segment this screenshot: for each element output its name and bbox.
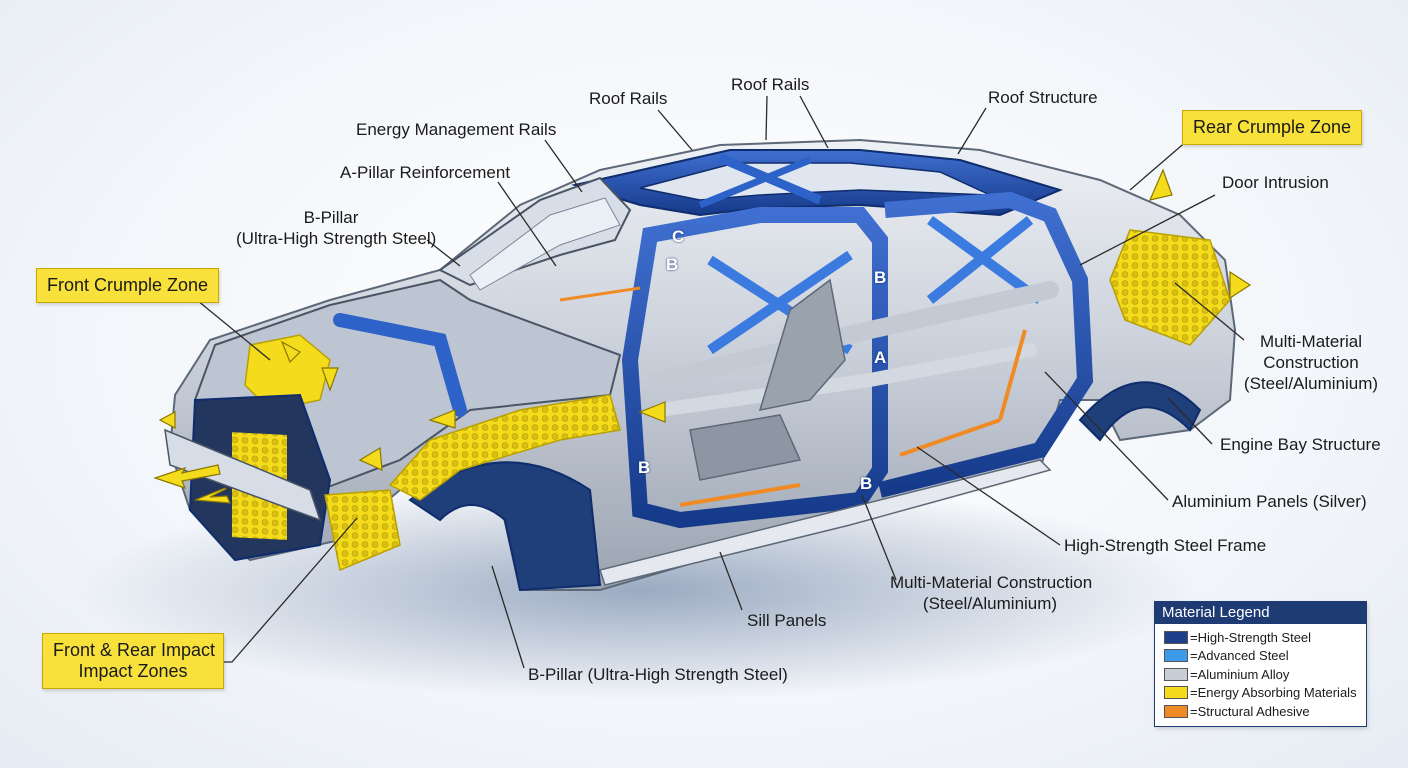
pillar-mark-a: A — [874, 348, 887, 367]
adhesive-line — [559, 286, 641, 302]
rear-honeycomb — [1109, 229, 1231, 346]
roof-crossbar — [698, 156, 812, 209]
label-line: (Steel/Aluminium) — [1243, 374, 1379, 393]
impact-arrows — [153, 168, 1252, 504]
label-door-intrusion: Door Intrusion — [1222, 173, 1329, 192]
side-impact-beam — [651, 281, 1059, 389]
pillar-mark-c: C — [672, 227, 685, 246]
leader-multi-material-right — [1174, 282, 1245, 341]
callout-impact-zones: Front & Rear Impact Impact Zones — [42, 633, 224, 689]
leader-multi-material-bottom — [861, 494, 897, 581]
front-wheel-arch — [408, 461, 602, 592]
callout-front-crumple-zone: Front Crumple Zone — [36, 268, 220, 303]
legend-label: =Aluminium Alloy — [1190, 666, 1290, 682]
legend-item: =Advanced Steel — [1155, 647, 1366, 666]
leader-sill-panels — [719, 551, 743, 611]
legend-item: =High-Strength Steel — [1155, 628, 1366, 647]
label-sill-panels: Sill Panels — [747, 611, 827, 630]
legend-title: Material Legend — [1155, 602, 1366, 624]
interior-x-brace — [926, 216, 1034, 304]
label-aluminium-panels: Aluminium Panels (Silver) — [1172, 492, 1367, 511]
leader-b-pillar-top — [426, 239, 461, 267]
leader-aluminium-panels — [1044, 371, 1169, 501]
adhesive-line — [998, 329, 1027, 421]
lower-honeycomb — [324, 489, 401, 572]
label-line: (Steel/Aluminium) — [922, 594, 1058, 613]
front-crumple-absorber — [244, 334, 331, 411]
door-frame-front — [621, 207, 888, 529]
label-roof-rails: Roof Rails — [731, 75, 810, 94]
callout-rear-crumple-zone: Rear Crumple Zone — [1182, 110, 1363, 145]
legend-swatch — [1164, 686, 1188, 700]
door-frame-rear — [878, 191, 1094, 498]
leader-hss-frame — [916, 446, 1061, 546]
legend-item: =Structural Adhesive — [1155, 702, 1366, 721]
interior-x-brace — [707, 250, 853, 355]
legend-label: =Energy Absorbing Materials — [1190, 685, 1357, 701]
legend-item: =Energy Absorbing Materials — [1155, 684, 1366, 703]
fender-honeycomb — [388, 394, 621, 501]
legend-items: =High-Strength Steel =Advanced Steel =Al… — [1155, 624, 1366, 721]
label-roof-rails: Roof Rails — [589, 89, 668, 108]
leader-roof-rails-1 — [657, 109, 693, 151]
legend-swatch — [1164, 704, 1188, 718]
leader-rear-crumple — [1129, 139, 1189, 191]
label-line: Multi-Material — [1259, 332, 1363, 351]
adhesive-line — [899, 418, 1001, 457]
label-b-pillar-top: B-Pillar (Ultra-High Strength Steel) — [236, 207, 437, 249]
leader-energy-rails — [544, 139, 583, 193]
legend-swatch — [1164, 649, 1188, 663]
sill-panel — [599, 459, 1052, 586]
windshield — [469, 197, 621, 291]
leader-b-pillar-bottom — [491, 565, 525, 669]
label-a-pillar-reinforcement: A-Pillar Reinforcement — [340, 163, 511, 182]
side-impact-beam — [653, 343, 1037, 417]
leader-a-pillar — [497, 181, 557, 267]
seat — [689, 414, 802, 481]
leader-door-intrusion — [1079, 194, 1216, 266]
strut-brace — [333, 313, 467, 417]
label-b-pillar-bottom: B-Pillar (Ultra-High Strength Steel) — [528, 665, 788, 684]
label-high-strength-steel-frame: High-Strength Steel Frame — [1064, 536, 1267, 555]
callout-line: Front & Rear Impact — [53, 640, 216, 660]
label-engine-bay-structure: Engine Bay Structure — [1220, 435, 1381, 454]
label-multi-material-bottom: Multi-Material Construction (Steel/Alumi… — [890, 572, 1093, 614]
label-energy-management-rails: Energy Management Rails — [356, 120, 557, 139]
seat — [758, 278, 846, 411]
leader-roof-structure — [957, 107, 987, 155]
legend-swatch — [1164, 630, 1188, 644]
leader-roof-rails-2a — [765, 95, 768, 141]
legend-label: =Structural Adhesive — [1190, 703, 1310, 719]
pillar-mark-b: B — [860, 474, 873, 493]
rear-wheel-arch — [1078, 381, 1202, 442]
label-roof-structure: Roof Structure — [988, 88, 1098, 107]
leader-roof-rails-2b — [799, 95, 829, 149]
leader-impact-zones — [222, 517, 358, 663]
label-multi-material-right: Multi-Material Construction (Steel/Alumi… — [1236, 331, 1386, 394]
pillar-mark-b: B — [638, 458, 651, 477]
legend-label: =Advanced Steel — [1190, 648, 1289, 664]
label-line: Construction — [1263, 353, 1359, 372]
legend-swatch — [1164, 667, 1188, 681]
material-legend: Material Legend =High-Strength Steel =Ad… — [1154, 601, 1367, 727]
legend-item: =Aluminium Alloy — [1155, 665, 1366, 684]
adhesive-line — [679, 483, 801, 507]
legend-label: =High-Strength Steel — [1190, 629, 1312, 645]
leader-front-crumple — [191, 295, 271, 361]
leader-engine-bay — [1167, 397, 1213, 445]
callout-line: Impact Zones — [78, 661, 188, 681]
label-line: (Ultra-High Strength Steel) — [236, 229, 437, 248]
label-line: B-Pillar — [303, 208, 359, 227]
front-bumper-beam — [164, 428, 322, 522]
label-line: Multi-Material Construction — [890, 573, 1093, 592]
pillar-mark-b: B — [874, 268, 887, 287]
pillar-mark-b: B — [666, 255, 679, 274]
